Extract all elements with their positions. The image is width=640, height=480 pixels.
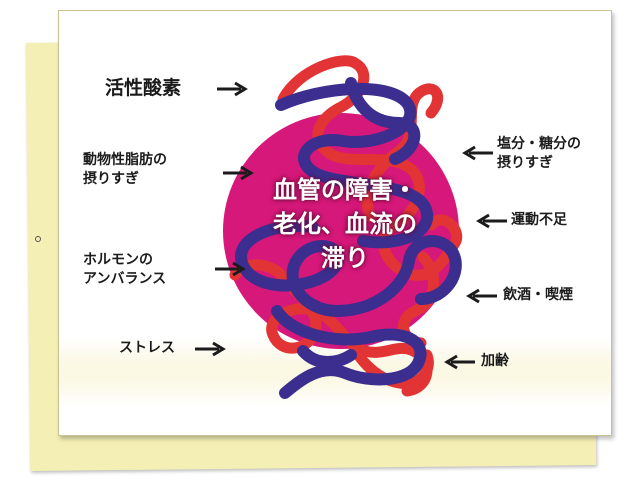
factor-label-line1: 飲酒・喫煙: [503, 287, 573, 303]
factor-label-line1: 運動不足: [511, 212, 567, 228]
factor-salt-sugar: 塩分・糖分の 摂りすぎ: [497, 135, 581, 173]
factor-hormone-imbalance: ホルモンの アンバランス: [83, 251, 166, 289]
factor-label-line2: アンバランス: [83, 271, 167, 287]
factor-label-line2: 摂りすぎ: [497, 155, 553, 171]
factor-label-line1: 加齢: [481, 353, 509, 369]
factor-label-line1: 活性酸素: [105, 77, 182, 99]
factor-label-line2: 摂りすぎ: [83, 171, 139, 187]
vessel-illustration: [223, 55, 463, 399]
center-title: 血管の障害・ 老化、血流の 滞り: [247, 173, 443, 275]
diagram-card: 活性酸素 動物性脂肪の 摂りすぎ ホルモンの アンバランス ストレス 塩分・糖分…: [58, 10, 612, 436]
factor-stress: ストレス: [119, 339, 175, 358]
arrow-left-icon: [466, 288, 497, 304]
arrow-right-icon: [215, 261, 246, 277]
arrow-left-icon: [462, 145, 493, 161]
factor-lack-of-exercise: 運動不足: [511, 211, 567, 230]
arrow-right-icon: [217, 81, 248, 97]
factor-label-line1: 塩分・糖分の: [497, 136, 581, 152]
factor-label-line1: ストレス: [119, 340, 175, 356]
center-title-line2: 老化、血流の: [273, 210, 417, 238]
bullet-dot: [35, 236, 41, 242]
factor-label-line1: 動物性脂肪の: [83, 152, 167, 168]
factor-active-oxygen: 活性酸素: [105, 79, 181, 98]
factor-animal-fat: 動物性脂肪の 摂りすぎ: [83, 151, 167, 189]
center-title-line1: 血管の障害・: [273, 176, 417, 204]
arrow-right-icon: [195, 341, 226, 357]
factor-label-line1: ホルモンの: [83, 252, 153, 268]
factor-drinking-smoking: 飲酒・喫煙: [503, 286, 573, 305]
arrow-left-icon: [444, 354, 475, 370]
factor-aging: 加齢: [481, 352, 509, 371]
arrow-right-icon: [223, 165, 254, 181]
center-title-line3: 滞り: [321, 244, 369, 272]
arrow-left-icon: [476, 213, 507, 229]
